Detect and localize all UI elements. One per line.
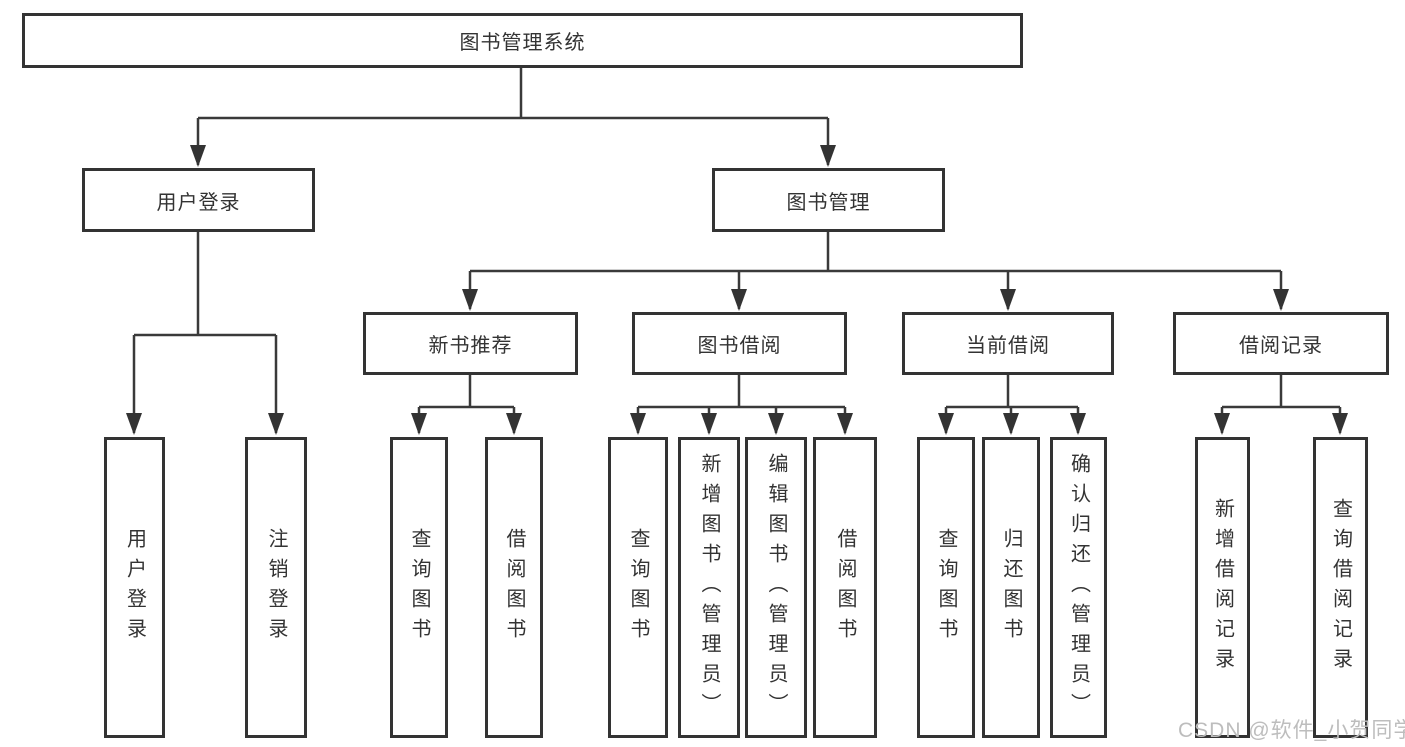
leaf-label: 查询图书 <box>408 527 430 648</box>
leaf-return-books: 归还图书 <box>982 437 1040 738</box>
leaf-label: 查询图书 <box>627 527 649 648</box>
leaf-label: 编辑图书（管理员） <box>765 452 787 723</box>
leaf-user-login: 用户登录 <box>104 437 165 738</box>
connector-book-management-trunk <box>470 232 1281 273</box>
node-new-book-recommend: 新书推荐 <box>363 312 578 375</box>
node-book-management: 图书管理 <box>712 168 945 232</box>
node-book-borrow: 图书借阅 <box>632 312 847 375</box>
leaf-label: 新增借阅记录 <box>1211 497 1234 678</box>
leaf-query-books-borrow: 查询图书 <box>608 437 668 738</box>
leaf-label: 借阅图书 <box>834 527 856 648</box>
leaf-label: 确认归还（管理员） <box>1067 452 1090 723</box>
node-current-borrow: 当前借阅 <box>902 312 1114 375</box>
connector-user-login-trunk <box>134 232 276 337</box>
connector-current-borrow-trunk <box>946 375 1078 409</box>
leaf-label: 查询图书 <box>935 527 957 648</box>
leaf-logout: 注销登录 <box>245 437 307 738</box>
leaf-edit-books-admin: 编辑图书（管理员） <box>745 437 807 738</box>
csdn-watermark: CSDN @软件_小贺同学 <box>1178 719 1405 742</box>
node-root-library-system: 图书管理系统 <box>22 13 1023 68</box>
leaf-borrow-books-recommend: 借阅图书 <box>485 437 543 738</box>
leaf-label: 新增图书（管理员） <box>698 452 720 723</box>
node-borrow-records: 借阅记录 <box>1173 312 1389 375</box>
leaf-label: 查询借阅记录 <box>1329 497 1352 678</box>
connector-borrow-records-trunk <box>1222 375 1340 409</box>
leaf-label: 注销登录 <box>265 527 287 648</box>
leaf-borrow-books: 借阅图书 <box>813 437 877 738</box>
connector-book-borrow-trunk <box>638 375 845 409</box>
leaf-query-books-recommend: 查询图书 <box>390 437 448 738</box>
leaf-label: 借阅图书 <box>503 527 525 648</box>
leaf-confirm-return-admin: 确认归还（管理员） <box>1050 437 1107 738</box>
connector-root-trunk <box>198 68 828 120</box>
leaf-add-books-admin: 新增图书（管理员） <box>678 437 740 738</box>
connector-new-book-trunk <box>419 375 514 409</box>
node-user-login: 用户登录 <box>82 168 315 232</box>
leaf-query-borrow-record: 查询借阅记录 <box>1313 437 1368 738</box>
leaf-query-books-current: 查询图书 <box>917 437 975 738</box>
leaf-add-borrow-record: 新增借阅记录 <box>1195 437 1250 738</box>
leaf-label: 用户登录 <box>123 527 146 648</box>
leaf-label: 归还图书 <box>1000 527 1022 648</box>
